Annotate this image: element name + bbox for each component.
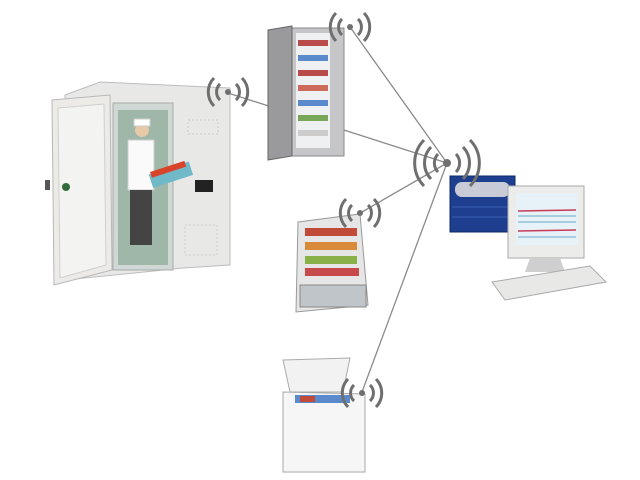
wireless-signal-icon-chest <box>340 377 384 409</box>
link-chest <box>361 162 448 393</box>
monitoring-controller-icon <box>449 175 516 233</box>
wireless-signal-icon-hub <box>413 138 481 188</box>
refrigerated-display-case-icon <box>295 213 369 313</box>
wireless-signal-icon-upright <box>328 11 372 43</box>
chest-freezer-icon <box>282 357 366 473</box>
link-upright <box>349 26 448 164</box>
wireless-signal-icon-walk-in <box>206 76 250 108</box>
computer-monitor-icon <box>491 185 608 301</box>
link-display <box>361 162 448 213</box>
walk-in-cold-room-icon <box>45 81 231 286</box>
signals <box>206 11 481 409</box>
upright-freezer-icon <box>267 25 345 161</box>
wireless-signal-icon-display <box>338 197 382 229</box>
